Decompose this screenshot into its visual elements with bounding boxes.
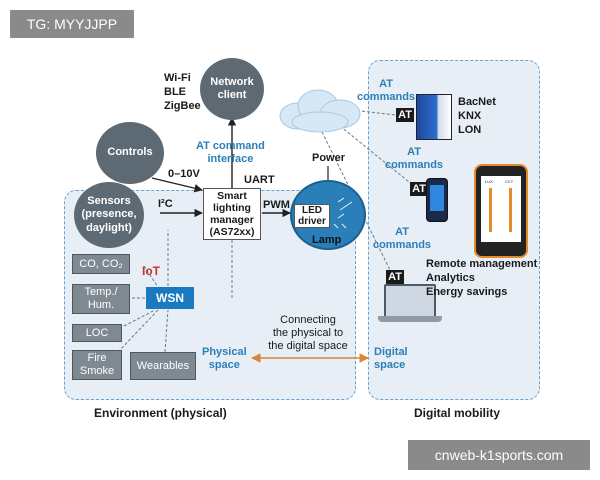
digital-region-title: Digital mobility [414,406,501,420]
building-device-icon [416,94,452,140]
device-wearables: Wearables [130,352,196,380]
phone-screen-lux: LUX [485,179,493,184]
watermark-top: TG: MYYJJPP [10,10,134,38]
phone-small-icon [426,178,448,222]
protocol-zigbee: ZigBee [164,100,201,112]
protocol-wifi: Wi-Fi [164,72,191,84]
uart-label: UART [244,174,275,186]
at-tag-building: AT [396,108,414,122]
controls-node: Controls [96,122,164,184]
at-tag-laptop: AT [386,270,404,284]
phone-screen-cct: CCT [505,179,514,184]
signal-0-10v: 0–10V [168,168,200,180]
device-co-co2: CO, CO₂ [72,254,130,274]
protocol-bacnet: BacNet [458,96,496,108]
protocol-knx: KNX [458,110,482,122]
physical-region-title: Environment (physical) [94,406,227,420]
feature-remote-management: Remote management [426,258,538,270]
device-fire-smoke: Fire Smoke [72,350,122,380]
device-loc: LOC [72,324,122,342]
device-temp-hum: Temp./ Hum. [72,284,130,314]
feature-energy-savings: Energy savings [426,286,508,298]
wsn-hub: WSN [146,287,194,309]
laptop-base [378,316,442,322]
pwm-label: PWM [263,199,290,211]
line-controls [151,177,203,193]
protocol-ble: BLE [164,86,186,98]
at-tag-phone: AT [410,182,428,196]
iot-label: IoT [142,264,160,278]
power-label: Power [312,152,346,164]
sensors-node: Sensors(presence,daylight) [74,182,144,248]
lamp-label: Lamp [312,234,342,246]
cloud-icon [279,89,361,133]
watermark-bottom: cnweb-k1sports.com [408,440,590,470]
phone-large-icon: LUX CCT [474,164,528,258]
feature-analytics: Analytics [426,272,475,284]
protocol-lon: LON [458,124,482,136]
i2c-label: I²C [158,198,173,210]
